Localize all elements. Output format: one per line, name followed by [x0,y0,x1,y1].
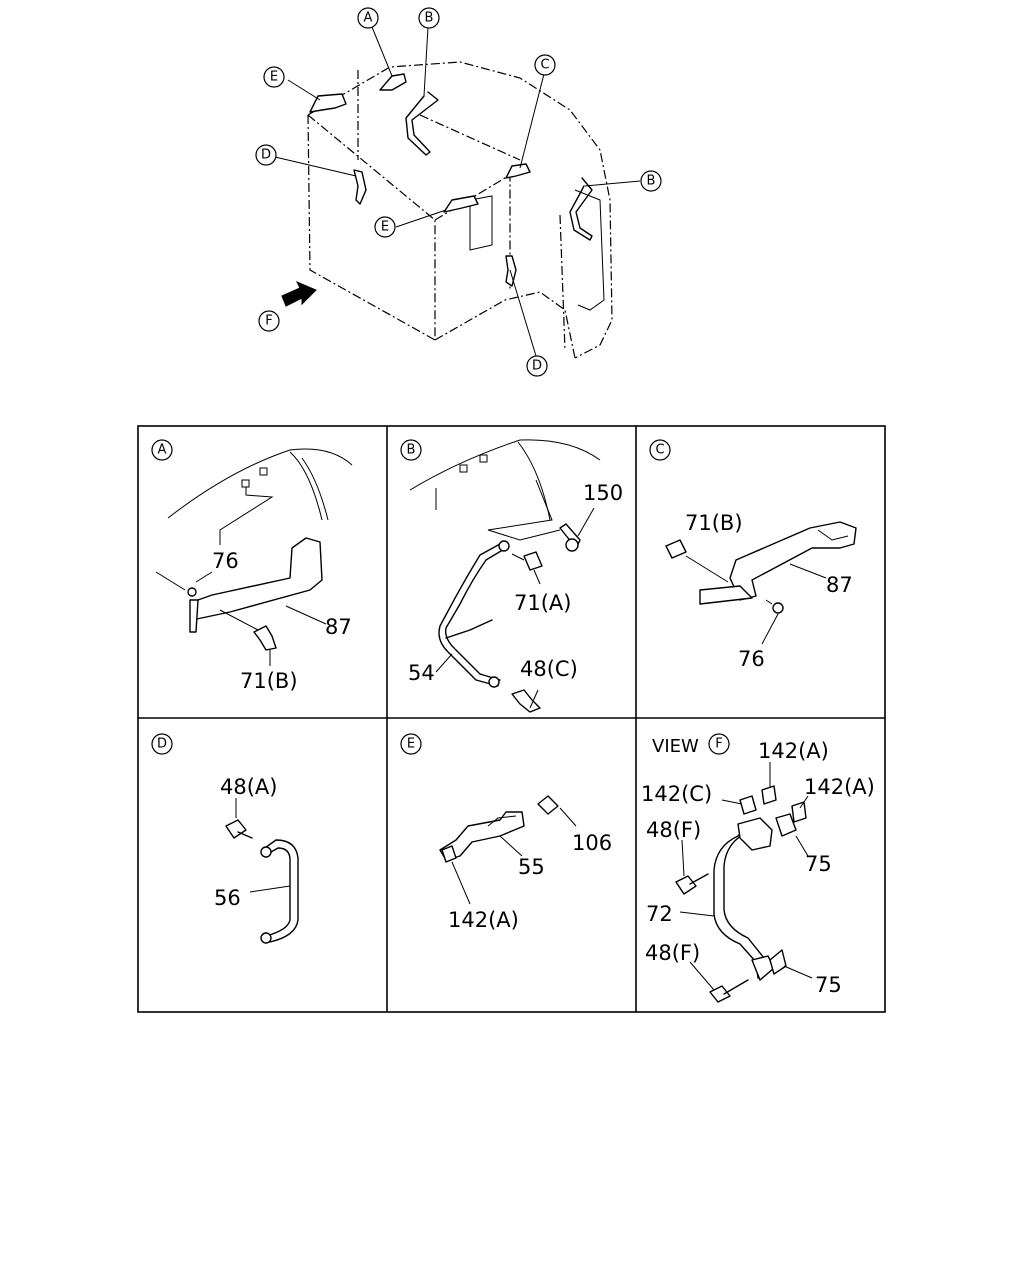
label-48f-top: 48(F) [646,818,701,842]
label-48c-b: 48(C) [520,657,578,681]
label-142a-f2: 142(A) [804,775,875,799]
svg-text:B: B [647,174,656,189]
svg-text:D: D [261,148,271,163]
label-71a-b: 71(A) [514,591,571,615]
svg-text:B: B [425,11,434,26]
clip-142a-f2 [791,801,807,823]
label-72: 72 [646,902,673,926]
detail-grid [137,425,886,1013]
svg-text:C: C [655,443,664,458]
svg-text:A: A [364,11,373,26]
panel-e: E 106 55 142(A) [400,733,612,932]
handle-e-mid [443,195,479,213]
svg-text:F: F [265,314,272,329]
handle-d-right [505,255,517,287]
callout-c: C [534,54,556,76]
label-87-c: 87 [826,573,853,597]
svg-text:E: E [270,70,278,85]
clip-142c-f [739,795,757,815]
handle-d-left [353,169,367,205]
bolt-48c-b [511,689,541,713]
panel-b: B 150 71(A) 48(C) 54 [400,439,623,713]
label-75-top: 75 [805,852,832,876]
bolt-71b-c [665,539,687,559]
label-48f-bottom: 48(F) [645,941,700,965]
bolt-48f-bottom [709,985,731,1003]
clip-75-bottom [769,949,787,975]
svg-text:D: D [532,359,542,374]
cab-overview [274,26,641,359]
label-54: 54 [408,661,435,685]
label-55: 55 [518,855,545,879]
callout-a: A [357,7,379,29]
grab-handle-87-c [729,521,857,601]
callout-b: B [418,7,440,29]
label-75-bottom: 75 [815,973,842,997]
panel-a: A 76 87 71(B) [151,439,353,693]
label-87-a: 87 [325,615,352,639]
handle-e-top [309,93,347,113]
label-56: 56 [214,886,241,910]
bolt-71b-a [253,625,277,651]
clip-75-top [775,813,797,837]
label-76-a: 76 [212,549,239,573]
bolt-71a-b [523,551,543,571]
callout-e: E [263,66,285,88]
panel-d: D 48(A) 56 [151,733,299,944]
bolt-48f-top [675,875,697,895]
grab-handle-87-a [191,537,323,621]
callout-f: F [258,310,280,332]
panel-f: VIEW F 142(A) 142(C) 142(A) 48(F) 75 72 … [641,733,875,1003]
svg-text:E: E [407,737,415,752]
view-arrow [281,281,317,307]
grab-handle-72 [713,821,767,979]
panel-c: C 71(B) 87 76 [649,439,857,671]
label-142a-e: 142(A) [448,908,519,932]
callout-d: D [255,144,277,166]
handle-b-right [569,177,593,241]
view-prefix: VIEW [652,736,699,757]
grab-handle-54 [438,543,507,687]
label-106: 106 [572,831,612,855]
grab-handle-56 [261,839,299,943]
svg-text:C: C [540,58,549,73]
label-71b-a: 71(B) [240,669,298,693]
label-150: 150 [583,481,623,505]
callout-d-bottom: D [526,355,548,377]
svg-text:B: B [407,443,416,458]
callout-e-mid: E [374,216,396,238]
label-76-c: 76 [738,647,765,671]
clip-142a-f1 [761,785,777,805]
callout-b-right: B [640,170,662,192]
handle-c [505,163,531,179]
svg-text:F: F [715,737,722,752]
svg-text:A: A [158,443,167,458]
svg-text:D: D [157,737,167,752]
label-71b-c: 71(B) [685,511,743,535]
label-142a-f1: 142(A) [758,739,829,763]
clip-142a-e [441,845,457,863]
bolt-106 [537,795,559,815]
handle-b-left [405,91,439,156]
label-142c-f: 142(C) [641,782,712,806]
bolt-48a-d [225,819,247,839]
label-48a-d: 48(A) [220,775,277,799]
svg-text:E: E [381,220,389,235]
handle-a-top [379,73,407,91]
